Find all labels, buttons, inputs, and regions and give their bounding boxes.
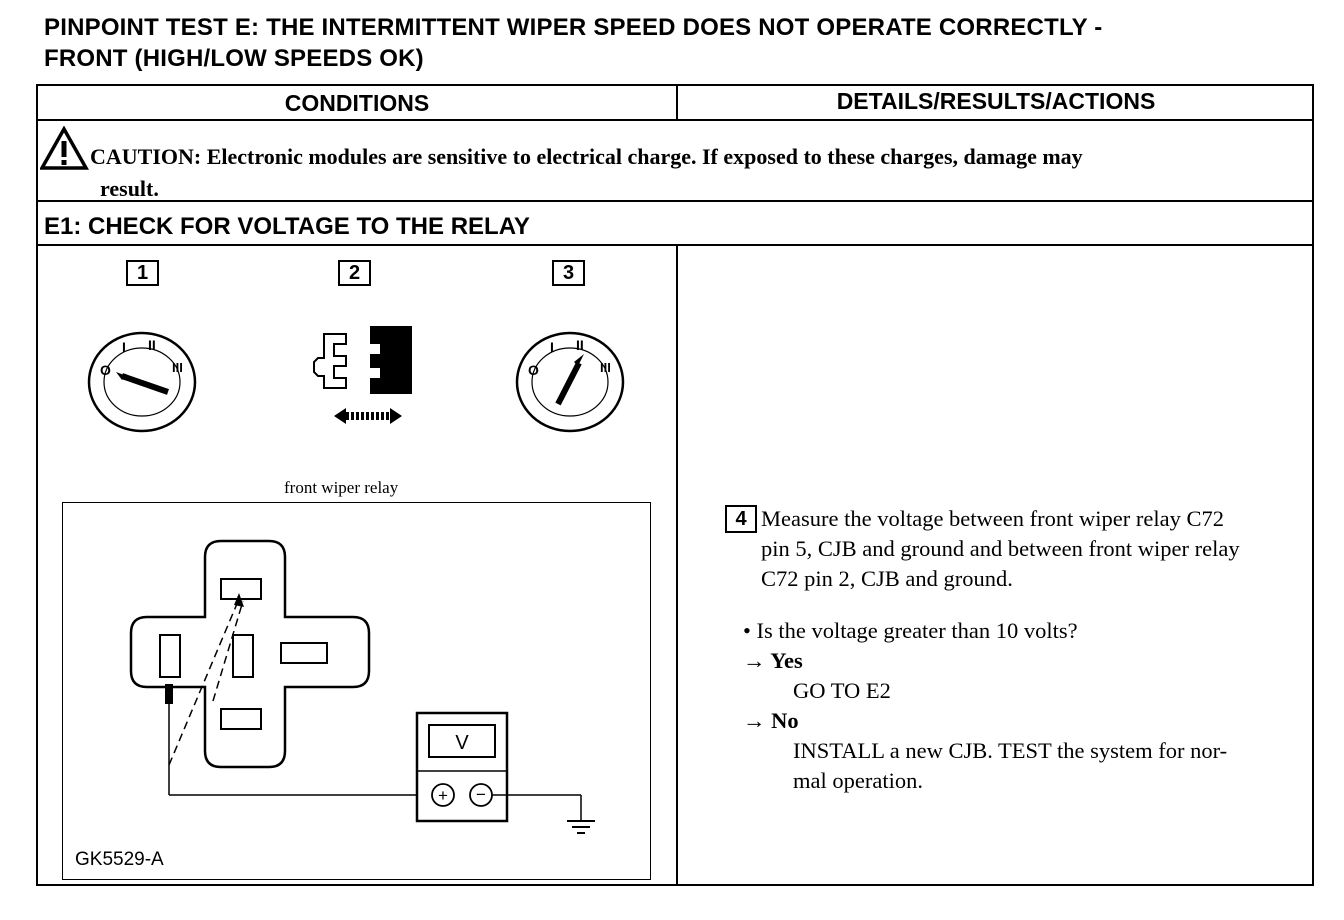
position-start-label: III: [600, 360, 611, 375]
yes-label: → Yes: [743, 648, 803, 673]
meter-display-label: V: [455, 732, 469, 754]
no-answer: → No: [743, 706, 1311, 736]
instruction-line-1: Measure the voltage between front wiper …: [761, 506, 1224, 531]
no-label: → No: [743, 708, 799, 733]
conditions-header: CONDITIONS: [284, 90, 430, 116]
step-title: E1: CHECK FOR VOLTAGE TO THE RELAY: [44, 213, 530, 240]
header-divider: [676, 86, 678, 120]
step-title-rule: [38, 244, 1312, 246]
instruction-line-3: C72 pin 2, CJB and ground.: [761, 566, 1013, 591]
position-start-label: III: [172, 360, 183, 375]
no-action-line-1: INSTALL a new CJB. TEST the system for n…: [793, 738, 1228, 763]
instruction-line-2: pin 5, CJB and ground and between front …: [761, 536, 1240, 561]
figure-number-1: 1: [126, 260, 159, 286]
position-off-label: O: [100, 362, 111, 378]
position-run-label: II: [148, 337, 156, 353]
details-header: DETAILS/RESULTS/ACTIONS: [836, 88, 1156, 114]
relay-measurement-diagram: V + − GK5529-A: [62, 502, 651, 880]
position-off-label: O: [528, 362, 539, 378]
position-acc-label: I: [550, 339, 554, 355]
caution-text: CAUTION: Electronic modules are sensitiv…: [90, 144, 1083, 169]
header-rule: [38, 119, 1312, 121]
caution-rule: [38, 200, 1312, 202]
body-divider: [676, 245, 678, 886]
figure-number-3: 3: [552, 260, 585, 286]
meter-minus-terminal: −: [476, 785, 486, 804]
caution-text-continued: result.: [100, 176, 159, 201]
title-line-2: FRONT (HIGH/LOW SPEEDS OK): [44, 45, 424, 72]
meter-plus-terminal: +: [438, 786, 448, 805]
yes-action: GO TO E2: [793, 678, 891, 703]
position-run-label: II: [576, 337, 584, 353]
connector-disconnect-icon: [313, 326, 412, 424]
position-acc-label: I: [122, 339, 126, 355]
test-table: CONDITIONS DETAILS/RESULTS/ACTIONS CAUTI…: [36, 84, 1314, 886]
figure-number-2: 2: [338, 260, 371, 286]
title-line-1: PINPOINT TEST E: THE INTERMITTENT WIPER …: [44, 14, 1103, 41]
no-action-line-2: mal operation.: [793, 768, 923, 793]
relay-wiring-diagram: V + −: [129, 539, 595, 834]
warning-triangle-icon: [40, 126, 89, 170]
step-number: 4: [725, 505, 757, 533]
relay-label: front wiper relay: [284, 478, 399, 497]
question: • Is the voltage greater than 10 volts?: [743, 618, 1078, 643]
ignition-switch-off-icon: O I II III: [87, 331, 197, 433]
page-title: PINPOINT TEST E: THE INTERMITTENT WIPER …: [44, 12, 1102, 74]
ignition-switch-run-icon: O I II III: [515, 331, 625, 433]
yes-answer: → Yes: [743, 646, 1311, 676]
figure-code: GK5529-A: [75, 849, 164, 870]
